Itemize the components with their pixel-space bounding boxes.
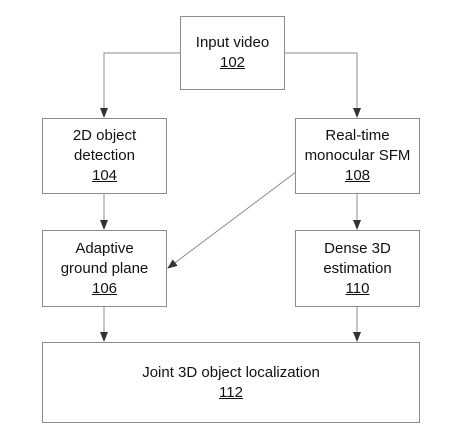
node-joint-3d-object-localization-label: Joint 3D object localization bbox=[142, 363, 320, 381]
node-2d-object-detection-label-line1: 2D object bbox=[72, 127, 137, 144]
node-dense-3d-estimation-label-line1: Dense 3D bbox=[324, 239, 391, 257]
node-dense-3d-estimation-label-line2: estimation bbox=[323, 259, 392, 277]
node-2d-object-detection-ref: 104 bbox=[91, 167, 118, 184]
node-adaptive-ground-plane: Adaptive ground plane 106 bbox=[42, 230, 167, 307]
edge-sfm-to-ground-plane bbox=[167, 165, 305, 269]
node-input-video: Input video 102 bbox=[180, 16, 285, 90]
node-joint-3d-object-localization-ref: 112 bbox=[219, 383, 243, 401]
node-dense-3d-estimation-ref: 110 bbox=[345, 279, 370, 297]
node-realtime-monocular-sfm-label-line2: monocular SFM bbox=[304, 147, 411, 164]
node-adaptive-ground-plane-label-line2: ground plane bbox=[60, 259, 149, 277]
node-dense-3d-estimation: Dense 3D estimation 110 bbox=[295, 230, 420, 307]
node-2d-object-detection: 2D object detection 104 bbox=[42, 118, 167, 194]
node-2d-object-detection-label-line2: detection bbox=[74, 147, 135, 164]
edge-input-to-detection bbox=[100, 52, 180, 118]
node-realtime-monocular-sfm-label-line1: Real-time bbox=[325, 127, 390, 144]
node-input-video-ref: 102 bbox=[219, 54, 246, 71]
node-adaptive-ground-plane-label-line1: Adaptive bbox=[75, 239, 134, 257]
node-adaptive-ground-plane-ref: 106 bbox=[91, 279, 118, 297]
node-input-video-label: Input video bbox=[195, 34, 270, 51]
node-realtime-monocular-sfm-ref: 108 bbox=[344, 167, 371, 184]
node-joint-3d-object-localization: Joint 3D object localization 112 bbox=[42, 342, 420, 423]
node-realtime-monocular-sfm: Real-time monocular SFM 108 bbox=[295, 118, 420, 194]
edge-input-to-sfm bbox=[285, 52, 361, 118]
